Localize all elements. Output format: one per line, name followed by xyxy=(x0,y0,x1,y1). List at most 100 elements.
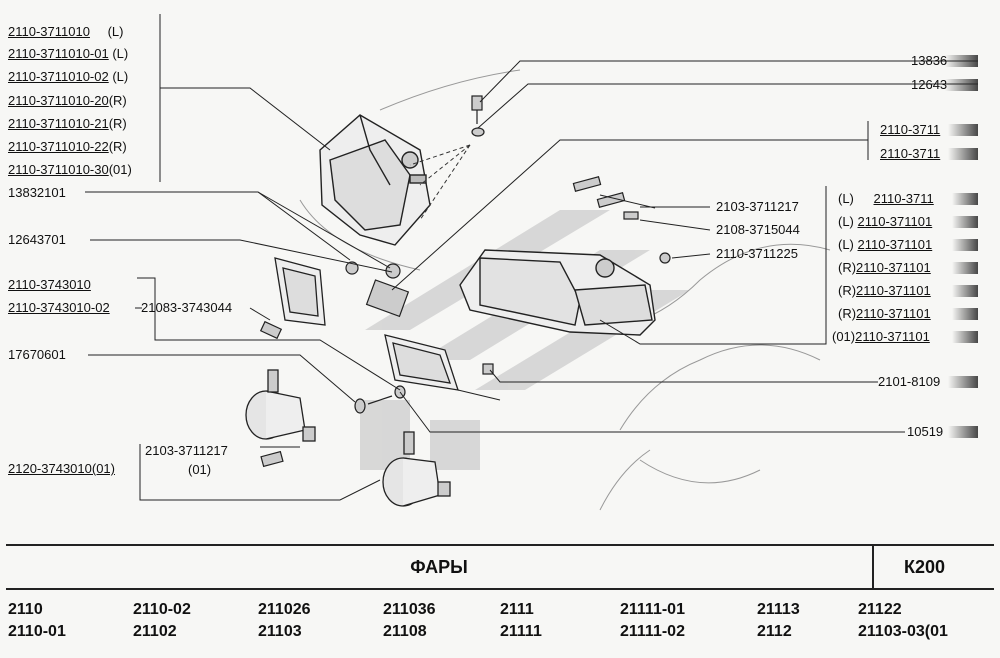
scan-fade xyxy=(952,216,978,228)
part-code: 2110-371101 xyxy=(856,260,931,275)
label-mid-3: 2110-3711225 xyxy=(716,246,798,261)
model-item: 2111 xyxy=(500,601,534,618)
part-label-left-5: 2110-3711010-21(R) xyxy=(8,116,127,132)
scan-fade xyxy=(952,239,978,251)
dashed-lines xyxy=(409,144,471,221)
side-mark: (R) xyxy=(838,283,857,298)
side-mark: (L) xyxy=(838,237,854,252)
divider xyxy=(872,546,874,588)
side-mark: (R) xyxy=(838,260,857,275)
section-code: К200 xyxy=(904,557,946,577)
model-item: 21122 xyxy=(858,601,902,618)
label-right-side-7: (01)2110-371101 xyxy=(832,329,930,345)
side-mark: (L) xyxy=(112,69,129,84)
part-code: 2110-371101 xyxy=(856,306,931,321)
scan-fade xyxy=(945,79,978,91)
model-item: 21108 xyxy=(383,623,427,640)
scan-fade xyxy=(952,262,978,274)
part-code: 2110-3711010 xyxy=(8,24,90,39)
part-code: 2110-371101 xyxy=(856,283,931,298)
model-item: 21102 xyxy=(133,623,177,640)
right-headlamp xyxy=(459,249,656,336)
side-mark: (01) xyxy=(108,162,132,177)
title-bar: ФАРЫ К200 xyxy=(6,544,994,590)
part-code: 2110-3711010-20 xyxy=(8,93,109,108)
side-mark: (L) xyxy=(107,24,124,39)
model-item: 21113 xyxy=(757,601,800,618)
label-mid-1: 2103-3711217 xyxy=(716,199,799,214)
part-label-left-1: 2110-3711010 (L) xyxy=(8,24,123,40)
label-right-bottom-1: 2101-8109 xyxy=(878,374,941,389)
leader-lines xyxy=(85,14,978,501)
part-label-left-3: 2110-3711010-02 (L) xyxy=(8,69,128,85)
label-washer: 12643701 xyxy=(8,232,66,247)
label-bulb-holder: 21083-3743044 xyxy=(141,300,233,315)
part-code: 2110-3711010-02 xyxy=(8,69,109,84)
model-item: 211036 xyxy=(383,601,436,618)
side-mark: (R) xyxy=(108,116,127,131)
part-label-left-7: 2110-3711010-30(01) xyxy=(8,162,132,178)
side-mark: (L) xyxy=(112,46,129,61)
label-right-side-2: (L) 2110-371101 xyxy=(838,214,932,230)
label-bulb: 2103-3711217 xyxy=(145,443,228,458)
label-right-top-4: 2110-3711 xyxy=(880,146,941,161)
label-fog-2: 2110-3743010-02 xyxy=(8,300,110,315)
parts-diagram xyxy=(85,14,978,511)
model-item: 21103-03(01 xyxy=(858,623,948,640)
label-bulb-note: (01) xyxy=(188,462,212,477)
model-item: 21103 xyxy=(258,623,302,640)
label-right-side-1: (L) 2110-3711 xyxy=(838,191,934,207)
model-item: 2112 xyxy=(757,623,792,640)
label-right-top-1: 13836 xyxy=(911,53,948,68)
label-bolt: 13832101 xyxy=(8,185,66,200)
part-code: 2110-3711010-22 xyxy=(8,139,109,154)
side-mark: (L) xyxy=(838,191,854,206)
scan-fade xyxy=(948,148,978,160)
scan-fade xyxy=(952,193,978,205)
part-code: 2110-3711 xyxy=(873,191,934,206)
model-item: 21111-02 xyxy=(620,623,685,640)
scan-fade xyxy=(952,308,978,320)
part-code: 2110-3711010-30 xyxy=(8,162,109,177)
model-item: 21111-01 xyxy=(620,601,685,618)
part-code: 2110-371101 xyxy=(855,329,930,344)
scan-fade xyxy=(952,331,978,343)
scan-fade xyxy=(945,55,978,67)
watermark-logo xyxy=(360,210,690,470)
model-item: 21111 xyxy=(500,623,542,640)
label-fog-3: 2120-3743010(01) xyxy=(8,461,115,476)
scan-fade xyxy=(948,426,978,438)
part-code: 2110-371101 xyxy=(857,237,933,252)
side-mark: (R) xyxy=(838,306,857,321)
fog-lamps xyxy=(245,257,459,507)
scan-fade xyxy=(948,376,978,388)
label-right-side-3: (L) 2110-371101 xyxy=(838,237,932,253)
part-code: 2110-3711010-01 xyxy=(8,46,109,61)
model-item: 211026 xyxy=(258,601,311,618)
side-mark: (R) xyxy=(108,93,127,108)
label-right-top-2: 12643 xyxy=(911,77,948,92)
scan-fade xyxy=(952,285,978,297)
hardware-parts xyxy=(345,95,671,375)
label-right-side-6: (R)2110-371101 xyxy=(838,306,931,322)
left-headlamp xyxy=(319,114,431,246)
label-right-side-5: (R)2110-371101 xyxy=(838,283,931,299)
model-item: 2110 xyxy=(8,601,43,618)
part-label-left-4: 2110-3711010-20(R) xyxy=(8,93,127,109)
label-right-top-3: 2110-3711 xyxy=(880,122,941,137)
label-right-side-4: (R)2110-371101 xyxy=(838,260,931,276)
part-code: 2110-3711010-21 xyxy=(8,116,109,131)
label-right-bottom-2: 10519 xyxy=(907,424,944,439)
side-mark: (01) xyxy=(832,329,856,344)
side-mark: (R) xyxy=(108,139,127,154)
page-title: ФАРЫ xyxy=(410,557,468,577)
side-mark: (L) xyxy=(838,214,854,229)
label-mid-2: 2108-3715044 xyxy=(716,222,800,237)
part-code: 2110-371101 xyxy=(857,214,933,229)
model-item: 2110-02 xyxy=(133,601,191,618)
model-item: 2110-01 xyxy=(8,623,66,640)
label-screw: 17670601 xyxy=(8,347,66,362)
part-label-left-2: 2110-3711010-01 (L) xyxy=(8,46,128,62)
scan-fade xyxy=(948,124,978,136)
part-label-left-6: 2110-3711010-22(R) xyxy=(8,139,127,155)
